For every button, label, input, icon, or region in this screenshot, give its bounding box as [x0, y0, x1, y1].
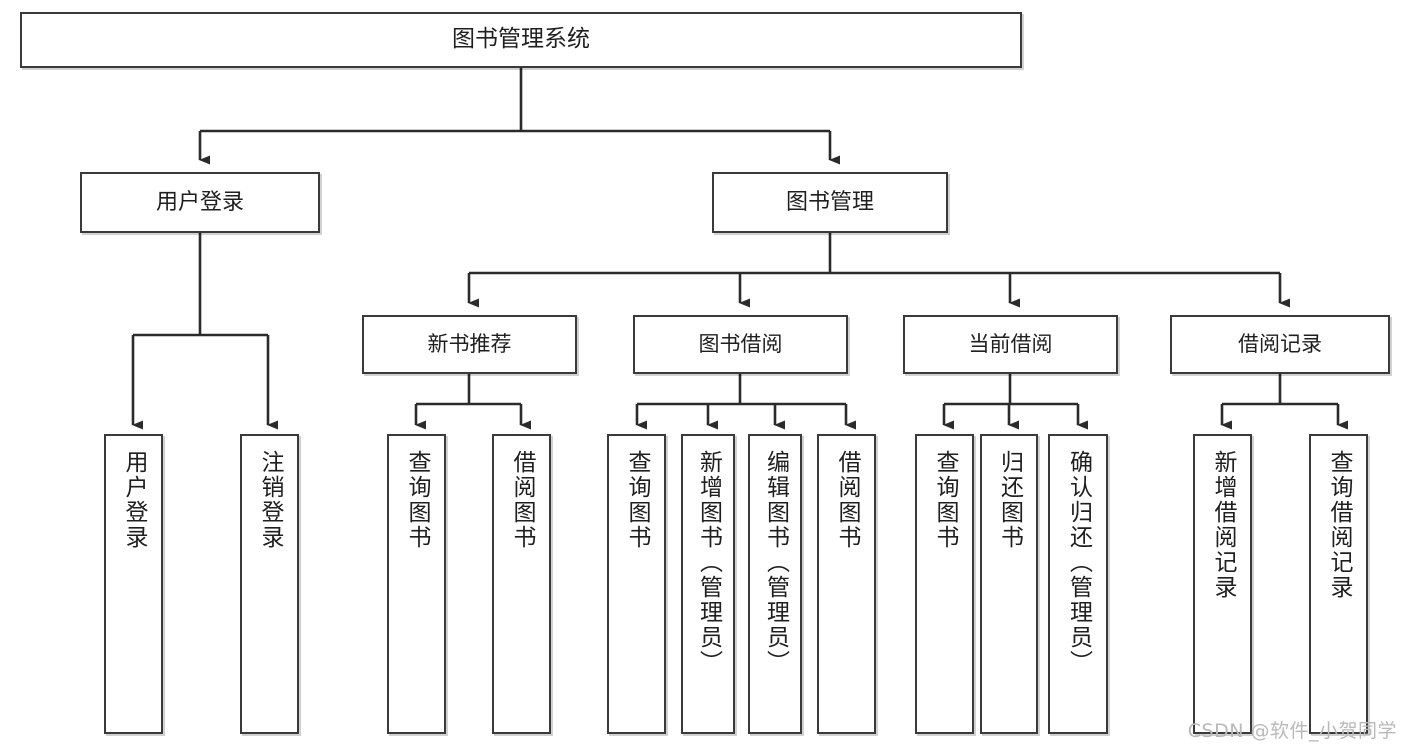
node-label: 查询图书 — [624, 450, 650, 550]
leaf-user-login[interactable]: 用户登录 — [104, 434, 163, 734]
leaf-confirm-return-admin[interactable]: 确认归还（管理员） — [1048, 434, 1108, 734]
node-new-book-recommend[interactable]: 新书推荐 — [362, 315, 577, 374]
leaf-edit-book-admin[interactable]: 编辑图书（管理员） — [748, 434, 802, 734]
node-label: 归还图书 — [996, 450, 1023, 550]
node-book-management[interactable]: 图书管理 — [712, 172, 948, 233]
node-label: 图书借阅 — [698, 332, 783, 357]
node-label: 新书推荐 — [427, 332, 512, 357]
node-label: 新增图书（管理员） — [695, 450, 722, 675]
leaf-borrow-book-recommend[interactable]: 借阅图书 — [492, 434, 551, 734]
node-label: 用户登录 — [155, 189, 244, 215]
node-label: 新增借阅记录 — [1210, 450, 1236, 600]
leaf-query-book-current[interactable]: 查询图书 — [915, 434, 974, 734]
leaf-return-book[interactable]: 归还图书 — [980, 434, 1038, 734]
node-label: 借阅记录 — [1238, 332, 1322, 357]
csdn-watermark: CSDN @软件_小贺同学 — [1187, 720, 1397, 742]
node-label: 查询图书 — [932, 450, 958, 550]
node-book-borrow[interactable]: 图书借阅 — [633, 315, 848, 374]
node-label: 当前借阅 — [968, 332, 1053, 357]
node-label: 注销登录 — [257, 450, 283, 550]
node-root-system[interactable]: 图书管理系统 — [20, 12, 1022, 68]
node-label: 查询借阅记录 — [1326, 450, 1352, 600]
leaf-add-borrow-record[interactable]: 新增借阅记录 — [1193, 434, 1252, 734]
node-label: 查询图书 — [404, 450, 430, 550]
node-label: 借阅图书 — [509, 450, 535, 550]
node-label: 编辑图书（管理员） — [762, 450, 789, 675]
node-label: 确认归还（管理员） — [1065, 450, 1092, 675]
node-label: 借阅图书 — [834, 450, 860, 550]
node-label: 图书管理系统 — [452, 26, 590, 53]
leaf-query-borrow-record[interactable]: 查询借阅记录 — [1309, 434, 1368, 734]
node-user-login[interactable]: 用户登录 — [80, 172, 320, 233]
leaf-borrow-book[interactable]: 借阅图书 — [817, 434, 876, 734]
leaf-query-book-recommend[interactable]: 查询图书 — [387, 434, 446, 734]
node-label: 图书管理 — [785, 189, 874, 215]
node-current-borrow[interactable]: 当前借阅 — [903, 315, 1118, 374]
leaf-add-book-admin[interactable]: 新增图书（管理员） — [681, 434, 735, 734]
node-label: 用户登录 — [121, 450, 147, 550]
node-borrow-records[interactable]: 借阅记录 — [1170, 315, 1390, 374]
leaf-user-logout[interactable]: 注销登录 — [240, 434, 299, 734]
leaf-query-book-borrow[interactable]: 查询图书 — [607, 434, 666, 734]
